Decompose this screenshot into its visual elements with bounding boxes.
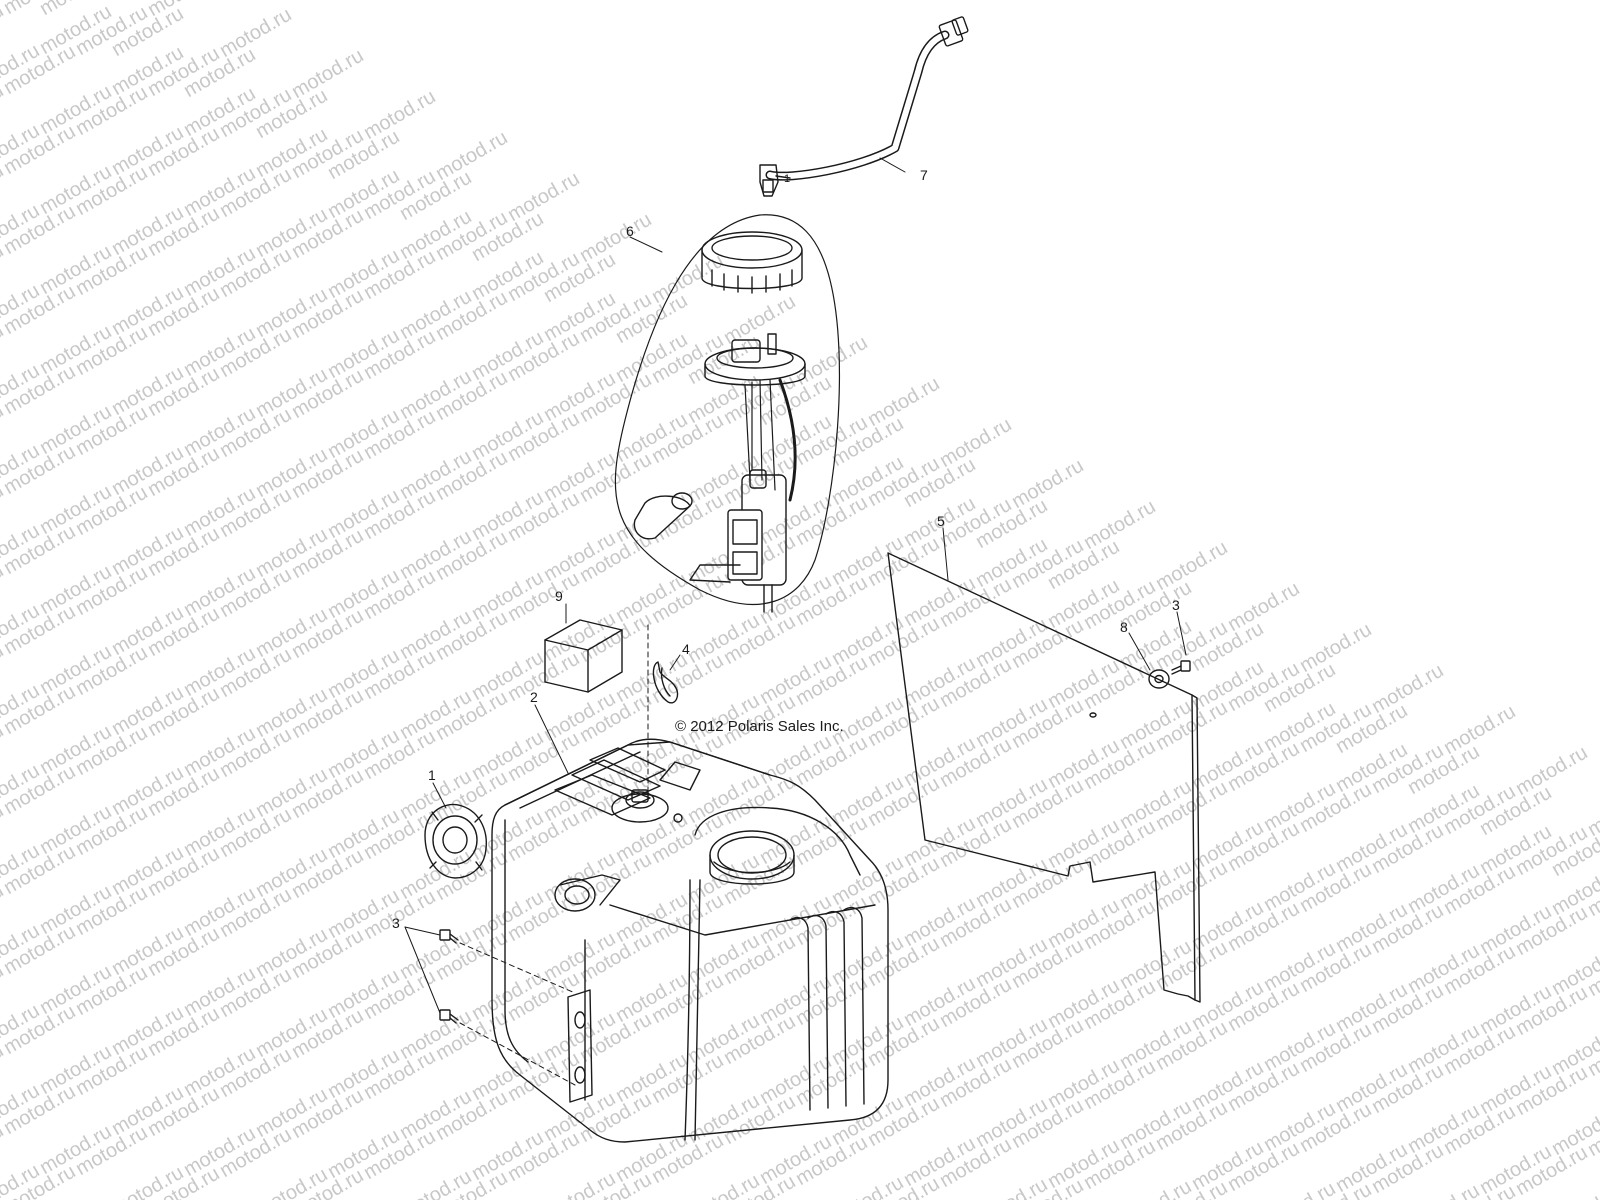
fuel-hose-part-7 — [759, 16, 969, 197]
bolt-part-3-left-upper — [439, 929, 459, 944]
callout-4: 4 — [682, 641, 690, 657]
washer-part-8 — [1148, 669, 1170, 689]
fuel-pump-assembly-part-6 — [614, 214, 841, 613]
foam-block-part-9 — [544, 619, 623, 693]
callout-1: 1 — [428, 767, 436, 783]
bolt-part-3-left-lower — [439, 1009, 459, 1024]
fuel-tank-part-2 — [491, 738, 889, 1143]
leader-lines — [404, 157, 1187, 1086]
callout-3-right: 3 — [1172, 597, 1180, 613]
callout-8: 8 — [1120, 619, 1128, 635]
callout-2: 2 — [530, 689, 538, 705]
callout-7: 7 — [920, 167, 928, 183]
heat-shield-part-5 — [887, 552, 1201, 1003]
hose-mark: 1 — [784, 173, 790, 185]
callout-6: 6 — [626, 223, 634, 239]
clip-part-4 — [652, 661, 679, 704]
callout-5: 5 — [937, 513, 945, 529]
bolt-part-3-right — [1171, 660, 1191, 675]
callout-9: 9 — [555, 588, 563, 604]
callout-labels: 1 2 3 3 4 5 6 7 8 9 1 © 2012 Polaris Sal… — [392, 167, 1180, 931]
callout-3-left: 3 — [392, 915, 400, 931]
copyright-text: © 2012 Polaris Sales Inc. — [675, 718, 844, 735]
fuel-cap-part-1 — [424, 803, 487, 879]
